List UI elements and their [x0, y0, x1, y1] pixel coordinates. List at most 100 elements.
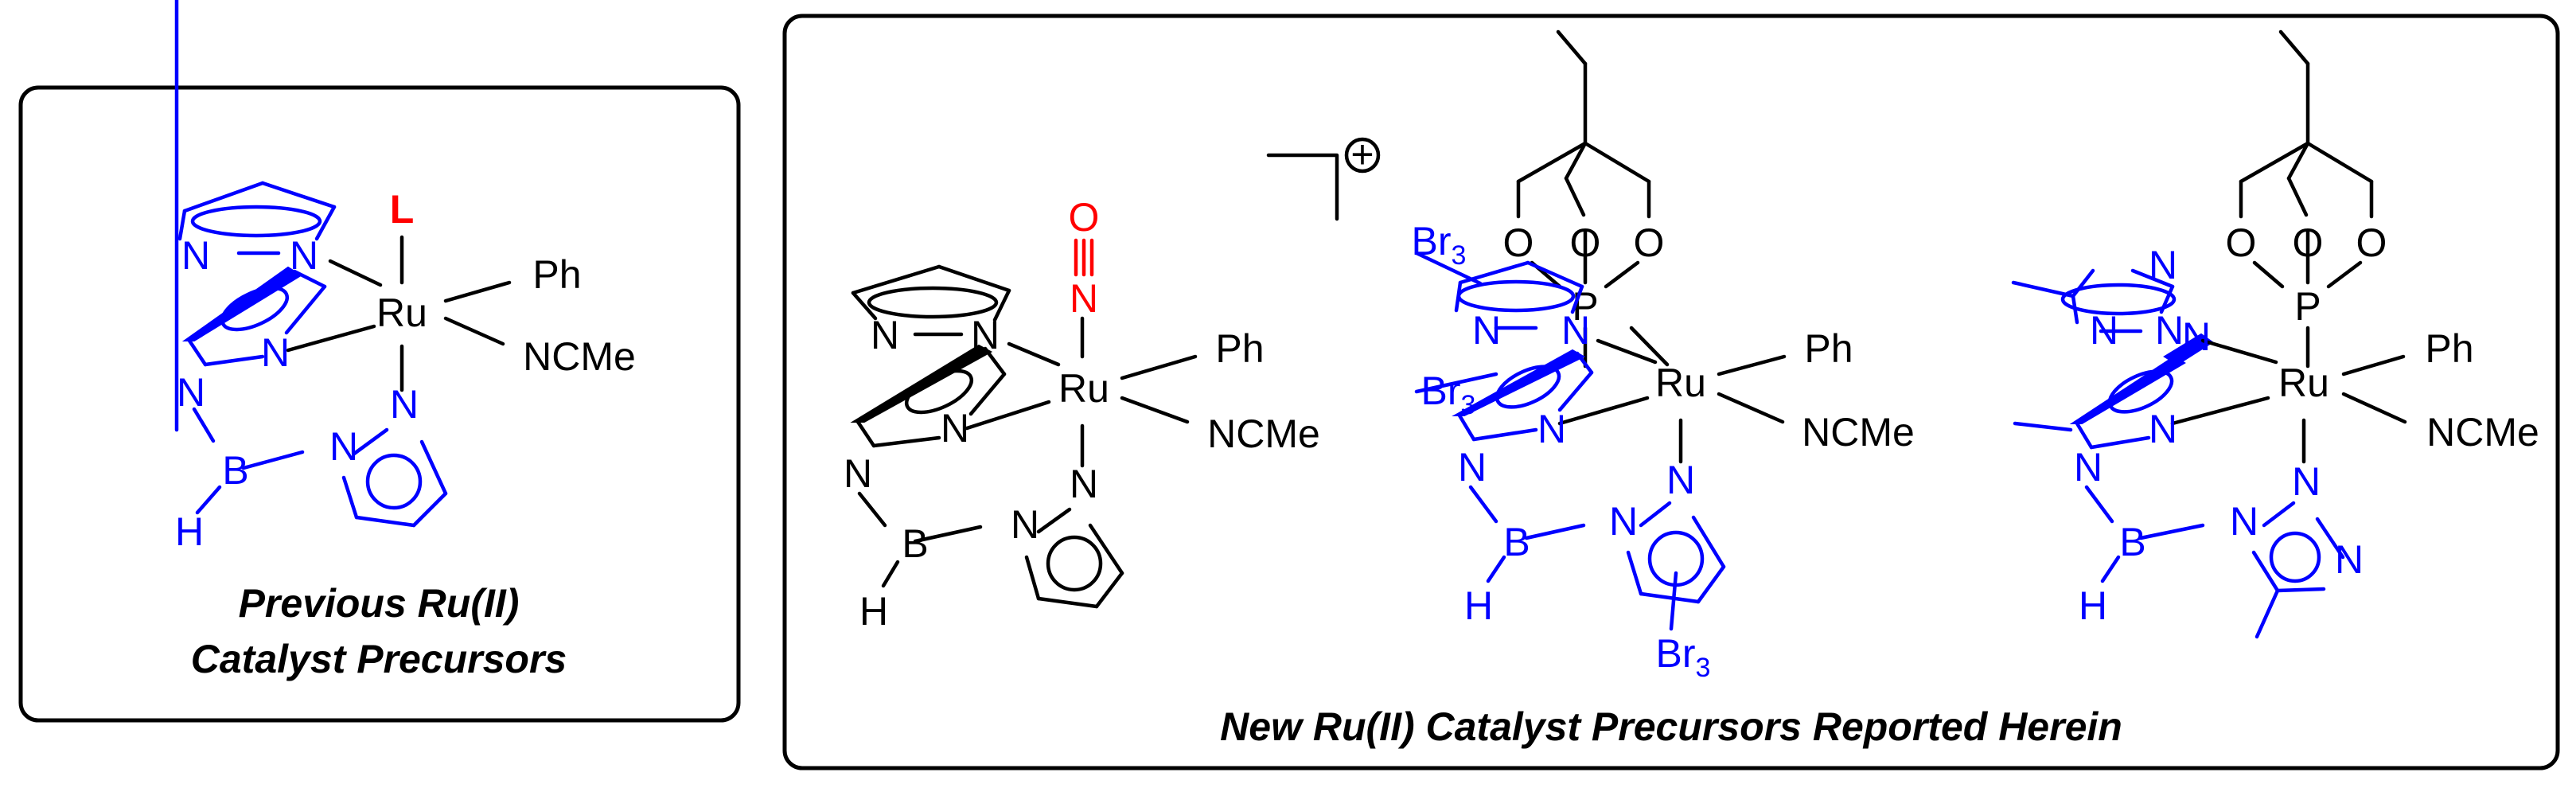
acetonitrile-label: NCMe: [2426, 410, 2539, 454]
atom-b: B: [902, 521, 928, 566]
ru-ph-bond: [1120, 354, 1198, 380]
bicyclic-phosphite-cage: [1516, 29, 1651, 369]
ru-n-bond: [328, 259, 383, 287]
atom-n: N: [1666, 458, 1695, 502]
ru-n-bond: [1596, 338, 1658, 365]
nitrosyl-nitrogen: N: [1070, 276, 1098, 321]
atom-n: N: [2230, 499, 2258, 544]
phenyl-label: Ph: [1215, 326, 1264, 371]
new-caption: New Ru(II) Catalyst Precursors Reported …: [1220, 704, 2122, 749]
atom-n: N: [1011, 502, 1039, 547]
atom-n: N: [1070, 462, 1098, 506]
atom-b: B: [1503, 520, 1530, 564]
nitrosyl-oxygen: O: [1069, 195, 1100, 240]
atom-n: N: [329, 424, 358, 469]
nb-bond-right: [241, 450, 305, 470]
bh-bond: [2100, 555, 2121, 583]
atom-h: H: [859, 589, 888, 634]
atom-n: N: [1458, 445, 1487, 490]
positive-charge: +: [1350, 132, 1374, 177]
atom-n: N: [2074, 445, 2102, 490]
middle-pyrazole-ring: [1414, 349, 1594, 442]
nb-bond-left: [2084, 485, 2114, 524]
atom-n: N: [290, 233, 318, 278]
nb-bond-right: [2138, 523, 2205, 540]
atom-h: H: [2079, 583, 2107, 628]
acetonitrile-label: NCMe: [1207, 412, 1320, 456]
atom-n: N: [181, 233, 210, 278]
ru-n-bond: [1557, 396, 1650, 426]
atom-n: N: [2155, 308, 2184, 353]
bromo-substituent: Br3: [1412, 219, 1467, 271]
ru-n-bond: [2170, 396, 2270, 426]
phenyl-label: Ph: [1804, 326, 1853, 371]
ru-ncme-bond: [1717, 392, 1785, 424]
phenyl-label: Ph: [2425, 326, 2473, 371]
atom-ru: Ru: [1655, 361, 1706, 405]
atom-n: N: [844, 451, 872, 496]
ru-n-bond: [286, 324, 376, 353]
atom-n: N: [941, 406, 969, 451]
ru-ncme-bond: [1120, 396, 1190, 424]
lower-pyrazole-ring: [341, 427, 448, 528]
nitrosyl-complex-structure: N N N N N N B H Ru O N Ph NCMe +: [844, 132, 1381, 634]
atom-n: N: [2182, 314, 2211, 359]
middle-triazole-ring: [2013, 333, 2214, 450]
previous-caption-line2: Catalyst Precursors: [191, 637, 567, 681]
atom-b: B: [222, 448, 248, 493]
ru-n-bond: [1007, 341, 1061, 367]
atom-ru: Ru: [1058, 366, 1109, 411]
ru-ph-bond: [2341, 354, 2406, 376]
atom-b: B: [2119, 520, 2145, 564]
cation-bracket: [1266, 153, 1339, 221]
atom-ru: Ru: [2278, 361, 2329, 405]
atom-o: O: [1634, 220, 1665, 265]
tribromo-tp-phosphite-complex: O O O P: [1412, 29, 1915, 683]
nb-bond-right: [1524, 523, 1586, 540]
atom-h: H: [1464, 583, 1493, 628]
atom-n: N: [177, 370, 205, 415]
back-pyrazole-ring: [177, 181, 337, 256]
atom-n: N: [1537, 407, 1566, 451]
bh-bond: [1486, 555, 1506, 583]
middle-pyrazole-ring: [850, 344, 1007, 448]
lower-pyrazole-ring: [1626, 501, 1726, 631]
bh-bond: [195, 485, 222, 515]
previous-precursor-structure: N N N N N N B H Ru L Ph NCMe: [174, 0, 636, 554]
atom-o: O: [2356, 220, 2387, 265]
ru-p-bond: [1629, 326, 1670, 367]
previous-caption-line1: Previous Ru(II): [239, 581, 520, 626]
ru-ph-bond: [1717, 354, 1787, 376]
atom-n: N: [2335, 537, 2364, 582]
back-pyrazole-ring: [1414, 251, 1584, 330]
ru-n-bond: [2200, 338, 2278, 365]
atom-n: N: [390, 382, 419, 427]
acetonitrile-label: NCMe: [523, 334, 636, 379]
bicyclic-phosphite-cage: [2239, 29, 2374, 369]
positive-charge-circle: [1344, 137, 1381, 174]
atom-n: N: [261, 330, 290, 375]
atom-o: O: [2226, 220, 2257, 265]
atom-n: N: [1609, 499, 1638, 544]
ligand-l: L: [390, 187, 415, 232]
nb-bond-left: [1468, 485, 1498, 524]
new-precursors-panel: [782, 14, 2560, 770]
atom-n: N: [2149, 407, 2177, 451]
ru-ncme-bond: [443, 316, 505, 346]
nb-bond-right: [913, 525, 983, 544]
atom-n: N: [871, 313, 899, 357]
atom-o: O: [2293, 220, 2324, 265]
middle-pyrazole-ring: [181, 266, 327, 367]
atom-p: P: [2294, 284, 2321, 329]
atom-n: N: [2149, 243, 2177, 287]
atom-ru: Ru: [376, 291, 427, 335]
bromo-substituent: Br3: [1656, 631, 1711, 683]
atom-n: N: [1561, 308, 1590, 353]
back-triazole-ring: [2011, 268, 2177, 334]
atom-n: N: [1472, 308, 1501, 353]
back-pyrazole-ring: [851, 264, 1011, 337]
ru-ncme-bond: [2341, 392, 2407, 424]
previous-precursors-panel: [18, 85, 741, 723]
methyltriazolyl-phosphite-complex: O O O P: [2011, 29, 2539, 639]
acetonitrile-label: NCMe: [1802, 410, 1915, 454]
